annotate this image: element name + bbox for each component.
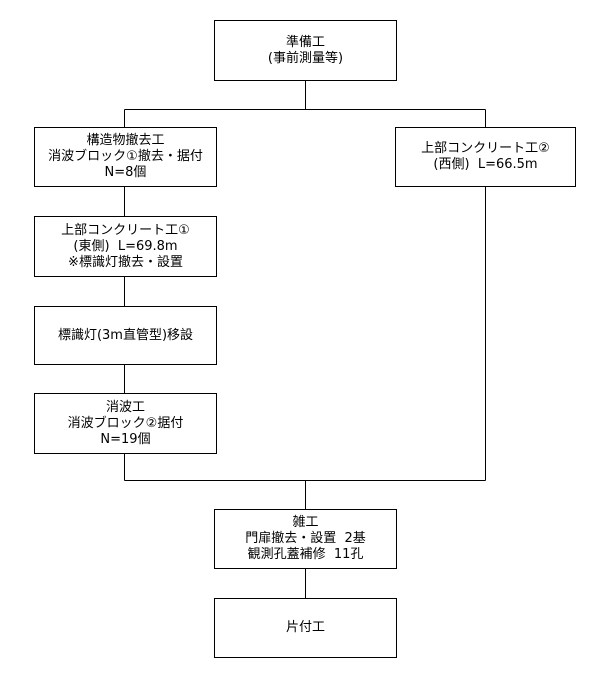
node-prep-line-2: (事前測量等) <box>267 50 344 66</box>
node-upper-concrete-east-line-3: ※標識灯撤去・設置 <box>68 254 183 270</box>
node-cleanup: 片付工 <box>214 598 397 658</box>
node-upper-concrete-west-line-1: 上部コンクリート工② <box>421 141 550 156</box>
node-prep: 準備工 (事前測量等) <box>214 20 397 81</box>
node-upper-concrete-east: 上部コンクリート工① (東側) L=69.8m ※標識灯撤去・設置 <box>34 216 217 277</box>
node-misc-line-2: 門扉撤去・設置 2基 <box>245 531 366 546</box>
node-misc: 雑工 門扉撤去・設置 2基 観測孔蓋補修 11孔 <box>214 509 397 569</box>
node-upper-concrete-east-line-2: (東側) L=69.8m <box>73 238 178 254</box>
node-prep-line-1: 準備工 <box>285 34 325 50</box>
node-cleanup-line-1: 片付工 <box>285 620 325 635</box>
node-structure-removal-line-1: 構造物撤去工 <box>86 133 165 148</box>
node-wave-dissipation: 消波工 消波ブロック②据付 N=19個 <box>34 393 217 454</box>
node-wave-dissipation-line-3: N=19個 <box>100 431 151 447</box>
node-structure-removal: 構造物撤去工 消波ブロック①撤去・据付 N=8個 <box>34 127 217 187</box>
node-wave-dissipation-line-2: 消波ブロック②据付 <box>67 415 184 431</box>
node-wave-dissipation-line-1: 消波工 <box>105 399 145 415</box>
node-structure-removal-line-2: 消波ブロック①撤去・据付 <box>48 149 203 164</box>
node-upper-concrete-west-line-2: (西側) L=66.5m <box>433 157 538 172</box>
node-sign-light-relocation: 標識灯(3m直管型)移設 <box>34 306 217 365</box>
node-upper-concrete-east-line-1: 上部コンクリート工① <box>61 222 190 238</box>
node-sign-light-relocation-line-1: 標識灯(3m直管型)移設 <box>57 327 194 343</box>
node-misc-line-3: 観測孔蓋補修 11孔 <box>247 547 364 562</box>
node-upper-concrete-west: 上部コンクリート工② (西側) L=66.5m <box>395 127 576 187</box>
node-structure-removal-line-3: N=8個 <box>104 165 147 180</box>
node-misc-line-1: 雑工 <box>292 515 319 530</box>
